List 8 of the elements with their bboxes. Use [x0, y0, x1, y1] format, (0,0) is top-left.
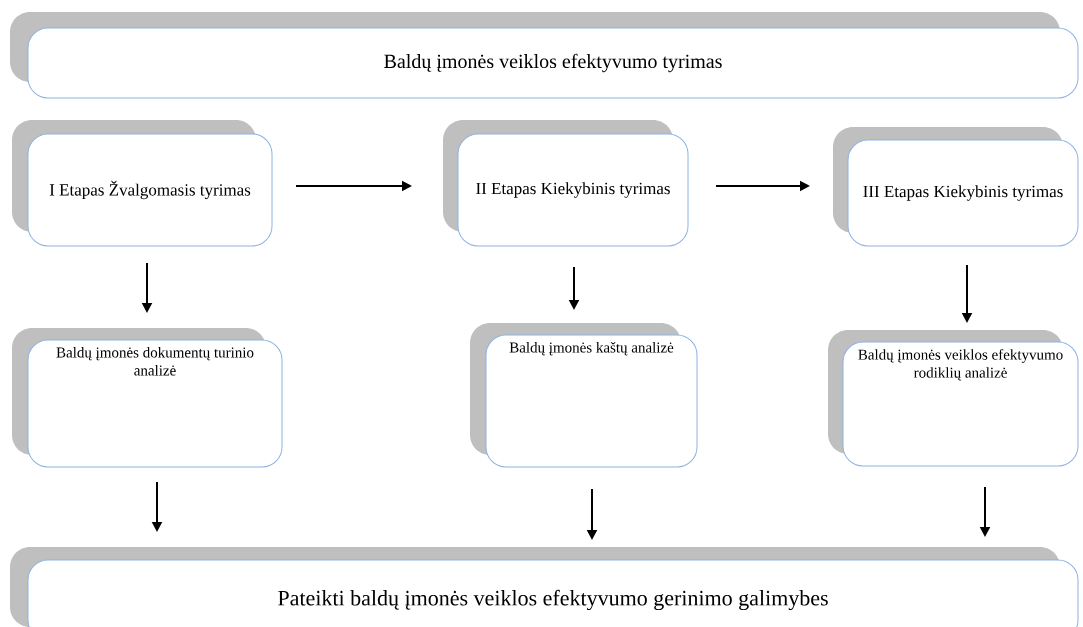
analysis-box: Baldų įmonės dokumentų turinio analizė — [12, 328, 283, 468]
result-box: Pateikti baldų įmonės veiklos efektyvumo gerinimo galimybes — [10, 547, 1079, 627]
analysis-box: Baldų įmonės kaštų analizė — [470, 323, 698, 468]
title-box: Baldų įmonės veiklos efektyvumo tyrimas — [10, 12, 1079, 99]
stage-box: I Etapas Žvalgomasis tyrimas — [12, 120, 273, 247]
stage-box: III Etapas Kiekybinis tyrimas — [833, 127, 1079, 247]
stage-box: II Etapas Kiekybinis tyrimas — [443, 120, 689, 247]
analysis-box: Baldų įmonės veiklos efektyvumo rodiklių analizė — [828, 330, 1079, 467]
